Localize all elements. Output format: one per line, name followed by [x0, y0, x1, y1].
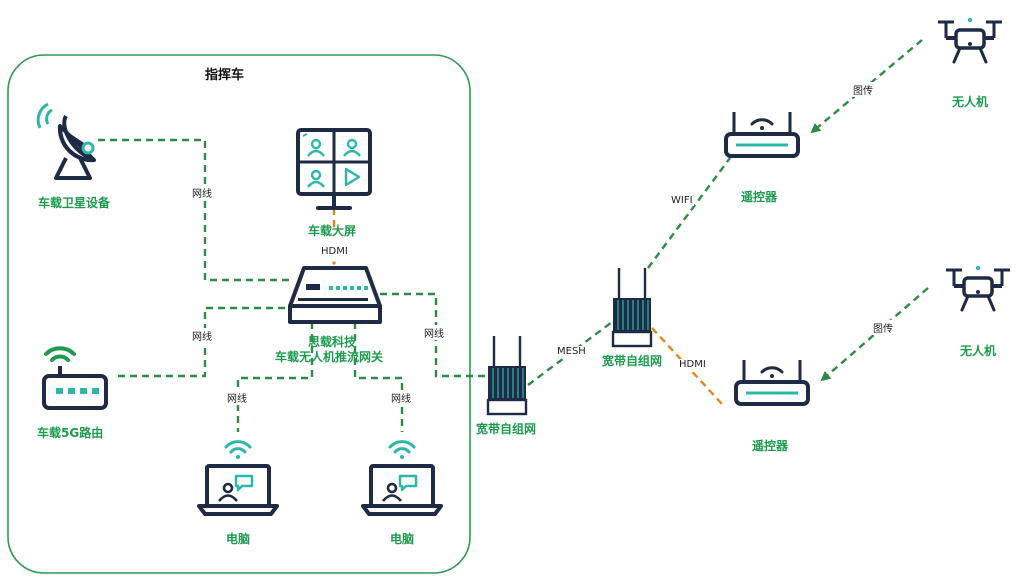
- edge-label-router-gateway: 网线: [191, 328, 213, 343]
- edge-label-gateway-pc2: 网线: [390, 390, 412, 405]
- drone1-label: 无人机: [952, 95, 989, 109]
- gateway-device-icon: [288, 266, 382, 324]
- edge-label-gateway-pc1: 网线: [226, 390, 248, 405]
- drone2-label: 无人机: [960, 344, 997, 358]
- remote-controller-icon: [724, 112, 800, 158]
- mesh-radio-icon: [611, 268, 653, 348]
- edge-label-drone1-remote1: 图传: [852, 82, 874, 97]
- pc2-label: 电脑: [390, 532, 415, 546]
- router5g-label: 车载5G路由: [37, 426, 104, 440]
- gateway-label-line2: 车载无人机推流网关: [275, 350, 384, 364]
- remote1-label: 遥控器: [741, 190, 778, 204]
- satellite-label: 车载卫星设备: [38, 196, 111, 210]
- mesh2-label: 宽带自组网: [602, 354, 663, 368]
- pc1-label: 电脑: [226, 532, 251, 546]
- edge-gateway-pc1: [236, 322, 314, 432]
- edge-label-drone2-remote2: 图传: [872, 320, 894, 335]
- gateway-label-line1: 思载科技: [308, 335, 357, 349]
- edge-label-mesh2-remote1: WIFI: [670, 195, 694, 206]
- command-vehicle-container: [7, 54, 471, 574]
- edge-label-sat-gateway: 网线: [191, 185, 213, 200]
- laptop-icon: [361, 440, 443, 516]
- mesh-radio-icon: [486, 336, 528, 416]
- edge-mesh2-remote1: [647, 157, 731, 269]
- edge-label-mesh2-remote2: HDMI: [678, 359, 707, 370]
- remote2-label: 遥控器: [752, 439, 789, 453]
- screen-label: 车载大屏: [308, 224, 357, 238]
- edge-label-screen-gateway: HDMI: [320, 246, 349, 257]
- remote-controller-icon: [734, 360, 810, 406]
- video-wall-icon: [296, 128, 372, 210]
- drone-icon: [938, 17, 1002, 64]
- satellite-dish-icon: [36, 102, 96, 180]
- edge-gateway-pc2: [353, 322, 404, 432]
- container-title: 指挥车: [205, 68, 245, 83]
- edge-label-gateway-mesh1: 网线: [423, 325, 445, 340]
- mesh1-label: 宽带自组网: [476, 422, 537, 436]
- laptop-icon: [197, 440, 279, 516]
- drone-icon: [946, 265, 1010, 312]
- edge-label-mesh1-mesh2: MESH: [556, 346, 587, 357]
- wifi-router-icon: [42, 346, 108, 410]
- edge-sat-gateway: [98, 138, 290, 282]
